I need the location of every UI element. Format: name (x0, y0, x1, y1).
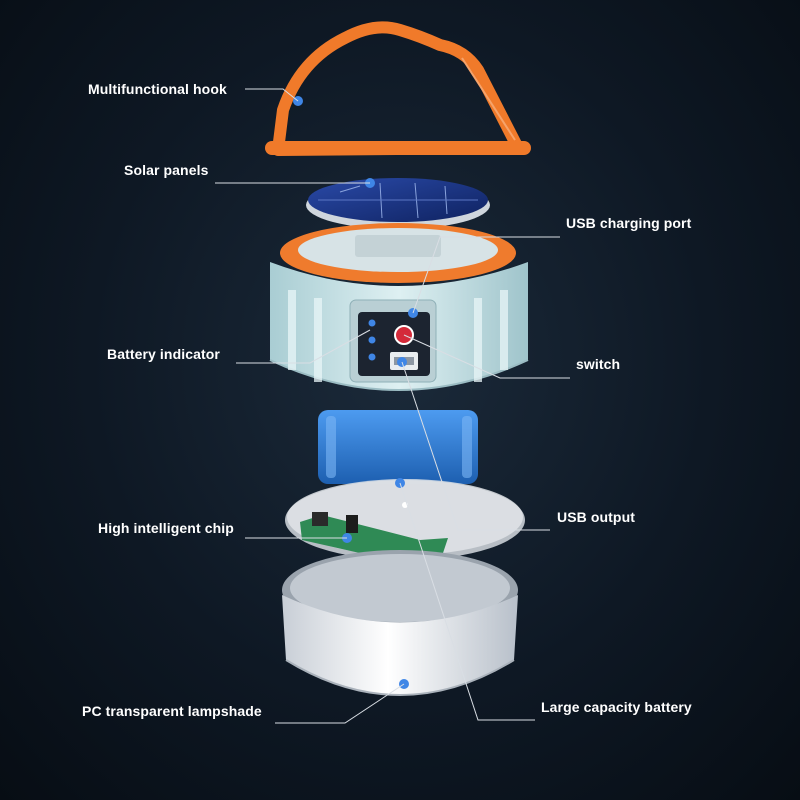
lampshade (282, 550, 518, 696)
label-large-capacity-battery: Large capacity battery (541, 699, 692, 715)
label-battery-indicator: Battery indicator (107, 346, 220, 362)
battery (318, 410, 478, 484)
label-usb-output: USB output (557, 509, 635, 525)
label-solar-panels: Solar panels (124, 162, 209, 178)
label-pc-transparent-lampshade: PC transparent lampshade (82, 703, 262, 719)
label-usb-charging-port: USB charging port (566, 215, 692, 231)
label-switch: switch (576, 356, 621, 372)
leader-lines (215, 88, 570, 724)
housing (269, 262, 529, 391)
chip-board (285, 479, 525, 562)
label-multifunctional-hook: Multifunctional hook (88, 81, 227, 97)
solar-panel (306, 178, 490, 229)
hook (265, 21, 531, 156)
label-high-intelligent-chip: High intelligent chip (98, 520, 234, 536)
